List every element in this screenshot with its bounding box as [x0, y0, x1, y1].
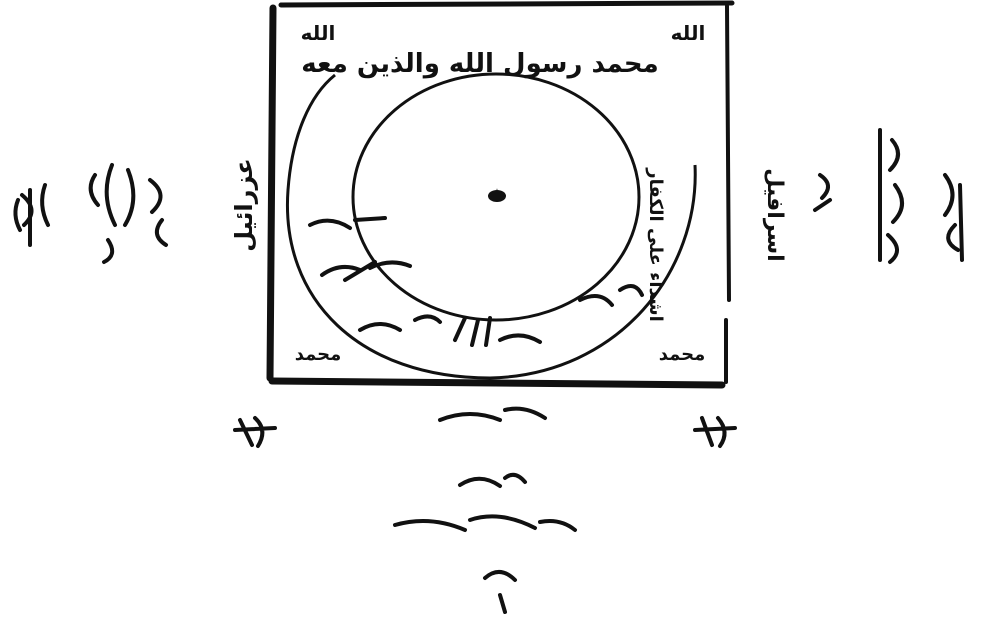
scribble-bottom-4	[483, 570, 517, 614]
right-inner-label: اشداء على الكفار	[645, 167, 666, 322]
corner-bottom-left: محمد	[295, 344, 342, 365]
scribble-ring-2	[358, 314, 542, 347]
outer-square	[266, 0, 735, 389]
corner-top-right: الله	[671, 21, 706, 45]
scribble-below-left	[233, 416, 277, 448]
scribble-left-3	[148, 178, 168, 247]
margin-scribbles	[13, 128, 964, 614]
scribble-right-2	[943, 173, 964, 262]
center-mark: ٥	[496, 188, 498, 191]
square-top-edge	[278, 0, 735, 8]
corner-top-left: الله	[301, 21, 336, 45]
square-right-edge-upper	[725, 4, 731, 302]
corner-bottom-right: محمد	[659, 344, 706, 365]
scribble-right-3	[813, 173, 832, 212]
square-bottom-edge	[268, 377, 726, 389]
scribble-ring-3	[578, 284, 644, 307]
left-side-label: عزرائيل	[230, 158, 258, 252]
square-left-edge	[266, 4, 277, 382]
scribble-left-2	[88, 163, 136, 264]
scribble-right-1	[878, 128, 904, 264]
top-arc-text: محمد رسول الله والذين معه	[301, 49, 659, 79]
scribble-bottom-3	[393, 514, 577, 532]
right-side-label: اسرافيل	[762, 168, 787, 261]
scribble-bottom-2	[458, 472, 527, 488]
scribble-bottom-1	[438, 406, 547, 422]
inner-circle	[351, 72, 641, 322]
scribble-ring-1	[320, 260, 412, 282]
center-mark-shape	[488, 190, 506, 202]
outer-arc	[285, 73, 697, 380]
scribble-far-left	[13, 183, 50, 247]
scribble-ring-4	[308, 216, 387, 230]
scribble-below-right	[693, 416, 737, 448]
